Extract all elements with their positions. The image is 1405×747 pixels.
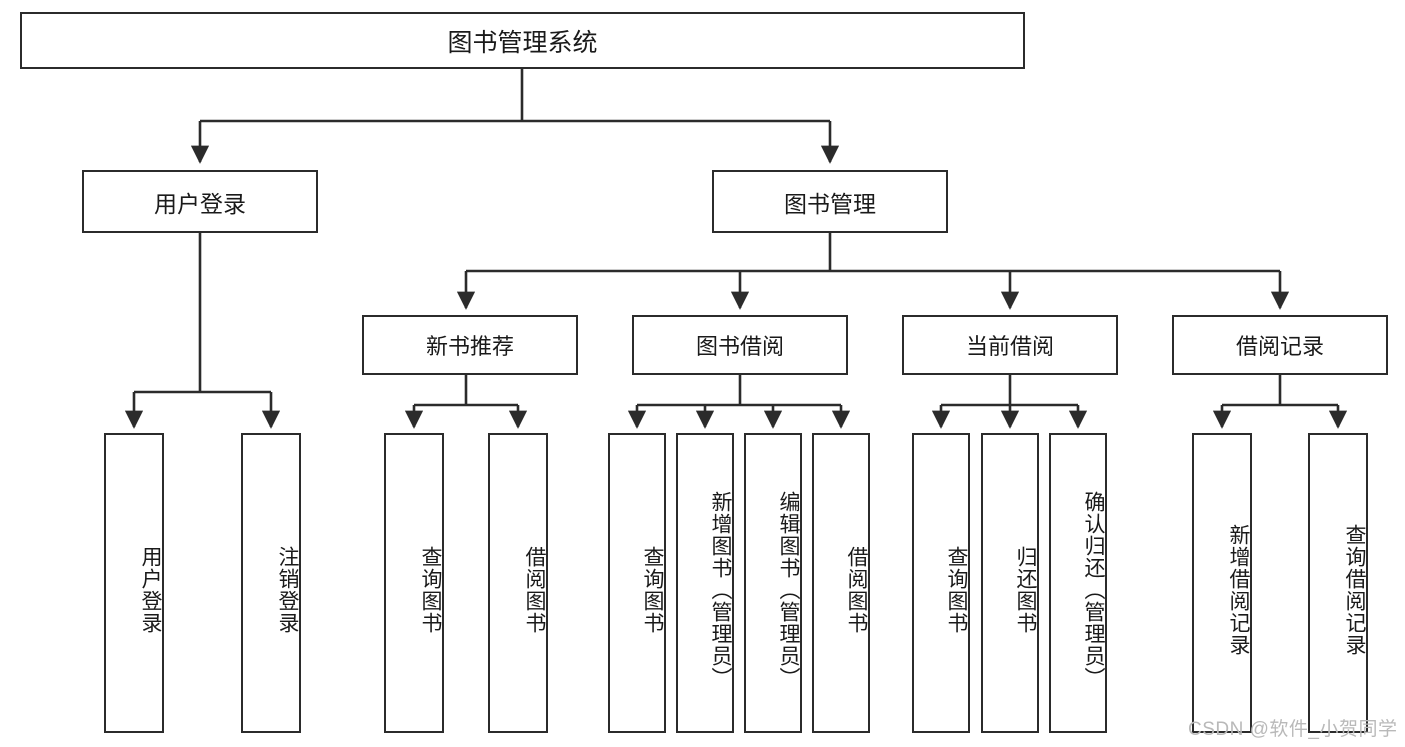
node-root-system[interactable]: 图书管理系统 [20, 12, 1025, 69]
node-new-book-recommend[interactable]: 新书推荐 [362, 315, 578, 375]
leaf-query-book-current[interactable]: 查询图书 [912, 433, 970, 733]
node-label: 图书管理 [784, 190, 876, 217]
leaf-query-book-recommend[interactable]: 查询图书 [384, 433, 444, 733]
node-book-management[interactable]: 图书管理 [712, 170, 948, 233]
node-label: 确认归还（管理员） [1082, 491, 1105, 689]
node-label: 查询图书 [945, 546, 968, 634]
node-label: 新书推荐 [425, 334, 514, 359]
node-borrow-record[interactable]: 借阅记录 [1172, 315, 1388, 375]
leaf-return-book[interactable]: 归还图书 [981, 433, 1039, 733]
leaf-borrow-book-recommend[interactable]: 借阅图书 [488, 433, 548, 733]
node-label: 注销登录 [276, 546, 299, 634]
node-label: 新增图书（管理员） [709, 491, 732, 689]
node-user-login[interactable]: 用户登录 [82, 170, 318, 233]
leaf-user-login[interactable]: 用户登录 [104, 433, 164, 733]
node-label: 图书管理系统 [447, 28, 598, 57]
csdn-watermark: CSDN @软件_小贺同学 [1188, 719, 1398, 740]
node-label: 查询图书 [419, 546, 442, 634]
node-label: 借阅图书 [523, 546, 546, 634]
node-label: 图书借阅 [695, 334, 784, 359]
node-book-borrow[interactable]: 图书借阅 [632, 315, 848, 375]
leaf-confirm-return[interactable]: 确认归还（管理员） [1049, 433, 1107, 733]
leaf-borrow-book[interactable]: 借阅图书 [812, 433, 870, 733]
leaf-user-logout[interactable]: 注销登录 [241, 433, 301, 733]
leaf-add-book[interactable]: 新增图书（管理员） [676, 433, 734, 733]
leaf-query-borrow-record[interactable]: 查询借阅记录 [1308, 433, 1368, 733]
node-current-borrow[interactable]: 当前借阅 [902, 315, 1118, 375]
node-label: 借阅图书 [845, 546, 868, 634]
leaf-add-borrow-record[interactable]: 新增借阅记录 [1192, 433, 1252, 733]
node-label: 借阅记录 [1235, 334, 1324, 359]
leaf-query-book-borrow[interactable]: 查询图书 [608, 433, 666, 733]
node-label: 用户登录 [154, 190, 246, 217]
node-label: 归还图书 [1014, 546, 1037, 634]
node-label: 当前借阅 [965, 334, 1054, 359]
node-label: 编辑图书（管理员） [777, 491, 800, 689]
leaf-edit-book[interactable]: 编辑图书（管理员） [744, 433, 802, 733]
node-label: 查询图书 [641, 546, 664, 634]
node-label: 新增借阅记录 [1227, 524, 1250, 656]
node-label: 查询借阅记录 [1343, 524, 1366, 656]
node-label: 用户登录 [139, 546, 162, 634]
